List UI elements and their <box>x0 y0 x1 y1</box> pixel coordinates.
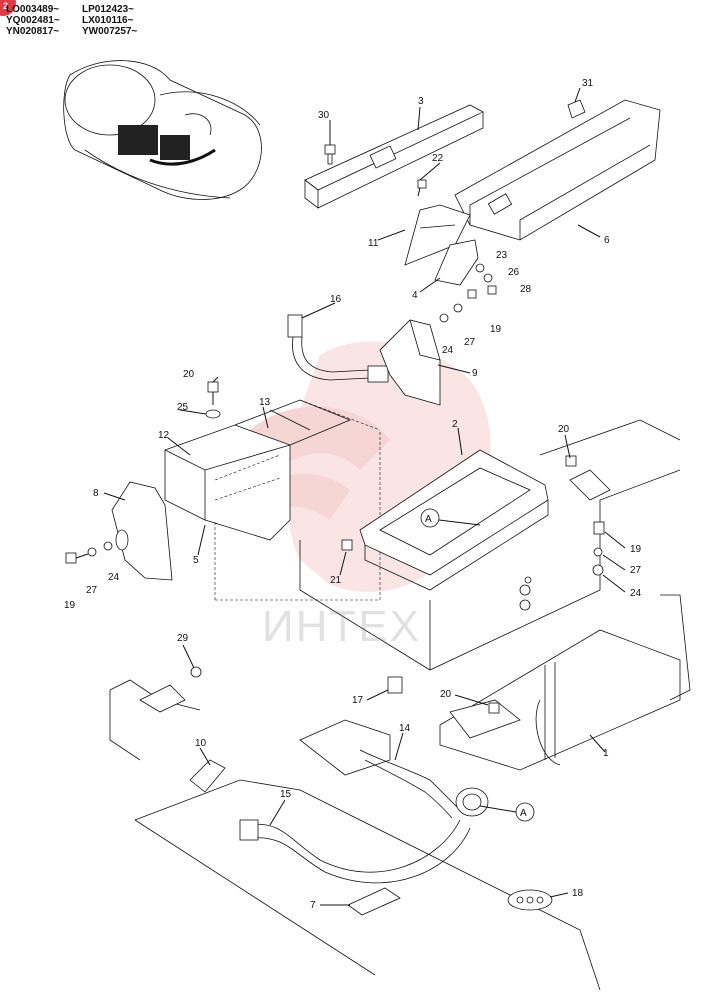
callout-10: 10 <box>195 738 207 749</box>
callout-25: 25 <box>177 402 189 413</box>
callout-2: 2 <box>452 419 458 430</box>
frame-2 <box>359 449 549 591</box>
serial-code: LO003489~ <box>6 4 60 15</box>
serial-row: LO003489~ LP012423~ <box>6 4 137 15</box>
washer-23 <box>475 263 485 273</box>
callout-19-right: 19 <box>630 544 642 555</box>
control-box-group <box>65 381 381 601</box>
watermark-text: ИНТЕХ <box>262 602 421 651</box>
bolt-22 <box>417 179 427 197</box>
callout-4: 4 <box>412 290 418 301</box>
leader-lines <box>103 87 626 906</box>
callout-19-left: 19 <box>64 600 76 611</box>
detail-marker-label: A <box>425 514 432 525</box>
callout-24-left: 24 <box>108 572 120 583</box>
hose-15 <box>239 819 471 884</box>
callout-3: 3 <box>418 96 424 107</box>
bolt-19-left <box>65 552 77 564</box>
cab-overview-illustration <box>63 60 262 200</box>
detail-marker-a-lower: A <box>479 802 535 822</box>
bolt-21 <box>341 539 353 551</box>
callout-22: 22 <box>432 153 444 164</box>
callout-29: 29 <box>177 633 189 644</box>
callout-6: 6 <box>604 235 610 246</box>
washer-27-upper <box>453 303 463 313</box>
callout-7: 7 <box>310 900 316 911</box>
washer-25 <box>205 409 221 419</box>
page-number: 2 <box>3 1 9 11</box>
callout-9: 9 <box>472 368 478 379</box>
serial-code: YN020817~ <box>6 26 60 37</box>
callout-27-left: 27 <box>86 585 98 596</box>
hose-16 <box>287 314 389 383</box>
clip-31 <box>567 99 586 119</box>
washer-27-right <box>593 547 603 557</box>
callout-1: 1 <box>603 748 609 759</box>
bolt-19-right <box>593 521 605 535</box>
callout-17: 17 <box>352 695 364 706</box>
serial-number-table: LO003489~ LP012423~ YQ002481~ LX010116~ … <box>6 4 137 37</box>
callout-19-upper: 19 <box>490 324 502 335</box>
callout-30: 30 <box>318 110 330 121</box>
detail-marker-label: A <box>520 808 527 819</box>
callout-28: 28 <box>520 284 532 295</box>
lower-floor <box>109 679 601 991</box>
callout-27-upper: 27 <box>464 337 476 348</box>
callout-5: 5 <box>193 555 199 566</box>
callout-15: 15 <box>280 789 292 800</box>
upper-duct-assembly <box>304 99 661 323</box>
callout-23: 23 <box>496 250 508 261</box>
callout-24-upper: 24 <box>442 345 454 356</box>
serial-code: LX010116~ <box>82 15 134 26</box>
callout-14: 14 <box>399 723 411 734</box>
washer-26 <box>483 273 493 283</box>
callout-26: 26 <box>508 267 520 278</box>
detail-marker-a-upper: A <box>420 508 481 528</box>
washer-24-left <box>103 541 113 551</box>
callout-21: 21 <box>330 575 342 586</box>
serial-code: LP012423~ <box>82 4 134 15</box>
bolt-30 <box>324 144 336 165</box>
callout-18: 18 <box>572 888 584 899</box>
bolt-19-upper <box>467 289 477 299</box>
bolt-28 <box>487 285 497 295</box>
bolt-20-left <box>207 381 219 393</box>
callout-20-tray: 20 <box>440 689 452 700</box>
part-17 <box>387 676 403 694</box>
serial-row: YQ002481~ LX010116~ <box>6 15 137 26</box>
callout-24-right: 24 <box>630 588 642 599</box>
serial-row: YN020817~ YW007257~ <box>6 26 137 37</box>
callout-11: 11 <box>368 238 379 249</box>
tray-1 <box>439 594 691 771</box>
callout-labels: 3 31 30 22 11 6 23 26 28 4 16 19 27 24 9… <box>64 78 642 911</box>
serial-code: YW007257~ <box>82 26 138 37</box>
center-housing <box>299 419 681 671</box>
grommet-7 <box>347 887 401 916</box>
callout-27-right: 27 <box>630 565 642 576</box>
page-number-badge: 2 <box>0 0 16 16</box>
part-10 <box>189 759 226 793</box>
vent-9 <box>379 319 441 406</box>
callout-8: 8 <box>93 488 99 499</box>
callout-16: 16 <box>330 294 342 305</box>
part-29 <box>139 666 202 713</box>
callout-31: 31 <box>582 78 594 89</box>
callout-13: 13 <box>259 397 271 408</box>
grommet-18 <box>507 889 553 911</box>
hose-14 <box>359 749 489 819</box>
serial-code: YQ002481~ <box>6 15 60 26</box>
washer-27-left <box>87 547 97 557</box>
bolt-20-right <box>565 455 577 467</box>
callout-12: 12 <box>158 430 170 441</box>
washer-24-upper <box>439 313 449 323</box>
callout-20-right: 20 <box>558 424 570 435</box>
washer-24-right <box>592 564 604 576</box>
bolt-20-tray <box>488 702 500 714</box>
callout-20-left: 20 <box>183 369 195 380</box>
